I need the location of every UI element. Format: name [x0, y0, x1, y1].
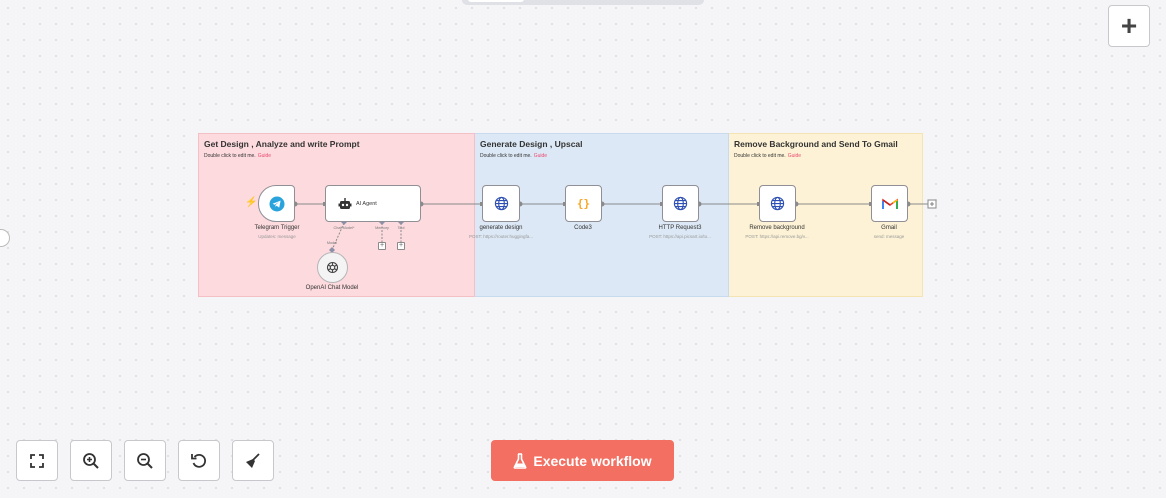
input-handle [869, 202, 872, 206]
zoom-out-button[interactable] [124, 440, 166, 481]
node-label: OpenAI Chat Model [305, 285, 359, 291]
node-subtitle: POST: https://api.picsart.io/to... [649, 234, 711, 239]
node-subtitle: Updates: message [258, 234, 296, 239]
code-braces-icon: {} [576, 197, 591, 210]
sticky-guide-link[interactable]: Guide [787, 153, 802, 159]
sticky-note-subtitle: Double click to edit me.Guide [734, 153, 802, 159]
execute-workflow-button[interactable]: Execute workflow [491, 440, 674, 481]
node-ai-agent[interactable]: AI Agent [325, 185, 421, 222]
sticky-note-subtitle: Double click to edit me.Guide [204, 153, 272, 159]
openai-icon [326, 261, 339, 274]
node-label: generate design [479, 225, 523, 231]
node-label: AI Agent [356, 200, 377, 207]
node-subtitle: send: message [873, 234, 905, 239]
node-openai-chat-model[interactable] [317, 252, 348, 283]
node-gmail[interactable] [871, 185, 908, 222]
execute-workflow-label: Execute workflow [533, 452, 652, 469]
input-handle [480, 202, 483, 206]
zoom-in-button[interactable] [70, 440, 112, 481]
add-memory-button[interactable]: + [378, 242, 386, 250]
node-label: Telegram Trigger [254, 225, 300, 231]
sticky-note-title: Generate Design , Upscal [480, 139, 583, 149]
port-label-memory: Memory [375, 226, 389, 230]
node-code3[interactable]: {} [565, 185, 602, 222]
sticky-guide-link[interactable]: Guide [533, 153, 548, 159]
port-label-tool: Tool [397, 226, 405, 230]
node-subtitle: POST: https://api.remove.bg/v... [745, 234, 809, 239]
node-label: HTTP Request3 [658, 225, 702, 231]
node-label: Code3 [574, 225, 592, 231]
node-subtitle: POST: https://router.huggingfa... [468, 234, 534, 239]
sticky-guide-link[interactable]: Guide [257, 153, 272, 159]
globe-icon [494, 196, 508, 211]
input-handle [563, 202, 566, 206]
fit-view-icon [30, 453, 44, 468]
trigger-bolt-icon: ⚡ [245, 197, 258, 208]
canvas-top-toggle[interactable] [462, 0, 704, 5]
add-tool-button[interactable]: + [397, 242, 405, 250]
connection-model-agent [331, 222, 345, 251]
zoom-to-fit-button[interactable] [16, 440, 58, 481]
node-telegram-trigger[interactable] [258, 185, 295, 222]
flask-icon [513, 452, 527, 469]
broom-icon [246, 452, 260, 468]
zoom-in-icon [83, 452, 99, 469]
plus-icon: + [1120, 10, 1138, 41]
gmail-icon [881, 197, 898, 209]
end-plus-handle [927, 199, 937, 209]
node-remove-background[interactable] [759, 185, 796, 222]
sticky-note-subtitle: Double click to edit me.Guide [480, 153, 548, 159]
node-label: Gmail [881, 225, 897, 231]
reset-zoom-button[interactable] [178, 440, 220, 481]
add-node-button[interactable]: + [1108, 5, 1150, 47]
globe-icon [673, 196, 688, 211]
node-label: Remove background [749, 225, 805, 231]
node-generate-design[interactable] [482, 185, 520, 222]
telegram-icon [269, 196, 284, 211]
port-label-model: Model [326, 241, 338, 245]
robot-icon [338, 197, 352, 209]
undo-icon [191, 453, 206, 468]
sticky-note-title: Get Design , Analyze and write Prompt [204, 139, 360, 149]
input-handle [323, 202, 326, 206]
sticky-note-title: Remove Background and Send To Gmail [734, 139, 898, 149]
node-http-request3[interactable] [662, 185, 699, 222]
model-output-port [329, 247, 335, 253]
zoom-out-icon [137, 452, 153, 469]
tidy-up-button[interactable] [232, 440, 274, 481]
port-label-chat-model: Chat Model* [333, 226, 355, 230]
globe-icon [770, 196, 785, 211]
toggle-segment-active[interactable] [468, 0, 524, 2]
input-handle [757, 202, 760, 206]
input-handle [660, 202, 663, 206]
